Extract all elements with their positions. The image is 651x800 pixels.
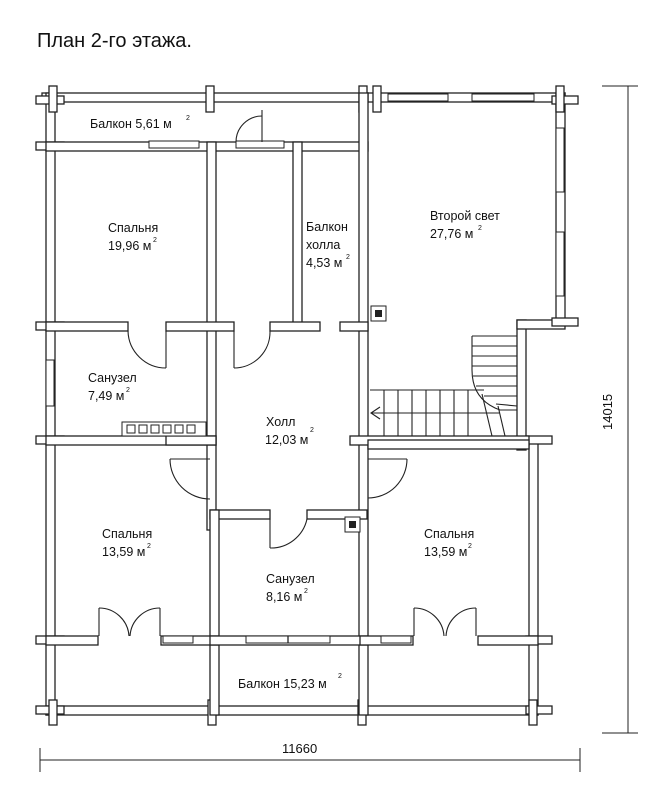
svg-text:2: 2 [126,387,130,394]
width-value: 11660 [282,741,317,756]
ventilation-box-2 [344,516,361,533]
balcony-top-label: Балкон 5,61 м [90,117,172,131]
door-closet [233,330,271,369]
dimension-height: 14015 [600,85,638,734]
svg-text:2: 2 [147,543,151,550]
plan-title: План 2-го этажа. [37,30,192,52]
door-bedroom-nw [127,330,167,369]
svg-text:2: 2 [153,237,157,244]
bathroom-s-name: Санузел [266,572,315,586]
door-bedroom-se [367,458,408,499]
hall-name: Холл [266,415,295,429]
bedroom-sw-name: Спальня [102,527,152,541]
balcony-bottom-label: Балкон 15,23 м [238,677,327,691]
bedroom-se-area: 13,59 м [424,545,467,559]
window-top-2 [235,140,285,149]
svg-text:2: 2 [186,115,190,122]
outer-walls [41,92,566,716]
bedroom-nw-name: Спальня [108,221,158,235]
radiator [121,421,207,437]
hall-balcony-line1: Балкон [306,220,348,234]
svg-text:2: 2 [310,427,314,434]
hall-area: 12,03 м [265,433,308,447]
hall-balcony-line2: холла [306,238,340,252]
window-top-4 [471,93,535,102]
ventilation-box-1 [370,305,387,322]
doors [98,110,477,637]
window-right-1 [555,127,565,193]
window-top-3 [387,93,449,102]
door-balcony-top [235,110,263,143]
bedroom-nw-area: 19,96 м [108,239,151,253]
bedroom-sw-area: 13,59 м [102,545,145,559]
bathroom-w-name: Санузел [88,371,137,385]
windows [45,93,565,644]
window-left-1 [45,359,55,407]
dimension-width: 11660 [39,741,581,772]
inner-walls [45,92,539,716]
staircase [370,335,518,437]
door-bathroom-s [269,518,308,549]
window-top-1 [148,140,200,149]
second-light-name: Второй свет [430,209,500,223]
svg-text:2: 2 [468,543,472,550]
bathroom-w-area: 7,49 м [88,389,124,403]
door-balcony-bottom-left [98,607,161,637]
bathroom-s-area: 8,16 м [266,590,302,604]
bedroom-se-name: Спальня [424,527,474,541]
window-right-2 [555,231,565,297]
hall-balcony-area: 4,53 м [306,256,342,270]
svg-text:2: 2 [346,254,350,261]
door-bedroom-sw [169,458,211,500]
log-ends [35,85,579,726]
room-labels: Балкон 5,61 м 2 Спальня 19,96 м 2 Балкон… [88,115,500,691]
door-balcony-bottom-right [413,607,477,637]
svg-text:2: 2 [304,588,308,595]
svg-text:2: 2 [338,673,342,680]
height-value: 14015 [600,394,615,430]
second-light-area: 27,76 м [430,227,473,241]
window-bottom-1 [162,635,194,644]
window-bottom-3 [380,635,412,644]
svg-text:2: 2 [478,225,482,232]
